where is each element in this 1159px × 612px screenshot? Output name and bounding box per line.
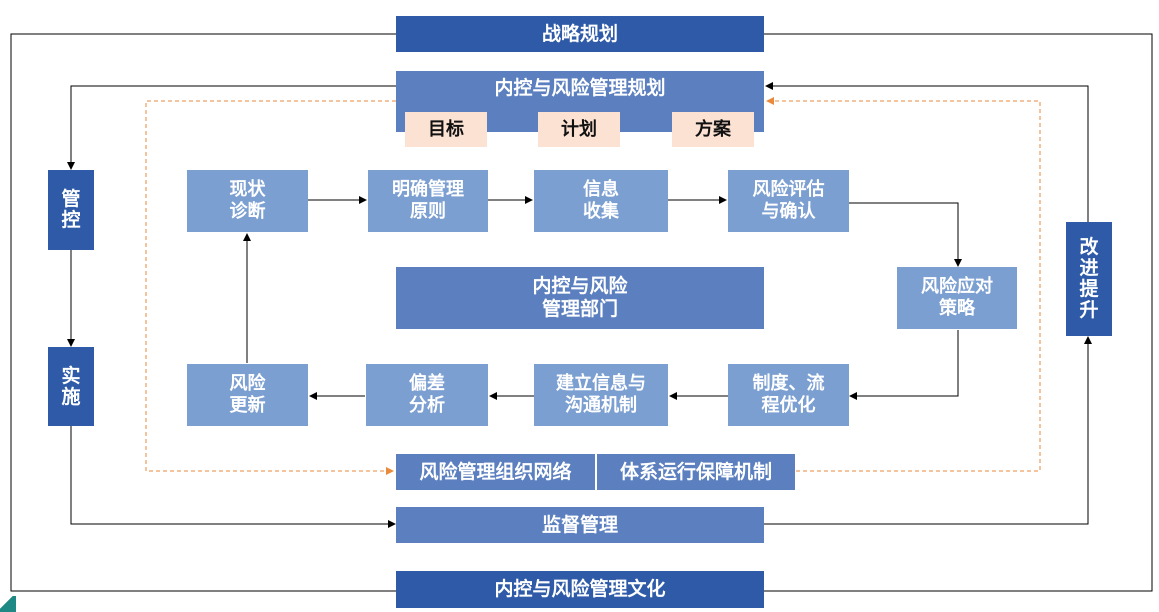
- step-clarify-principles: 明确管理 原则: [368, 170, 488, 232]
- arrow-improve-to-planning: [765, 82, 1089, 222]
- logo-corner: [0, 596, 16, 612]
- arrow-supervision-to-improve: [764, 336, 1092, 525]
- center-department-box: 内控与风险 管理部门: [396, 267, 764, 329]
- culture-box: 内控与风险管理文化: [396, 571, 764, 608]
- arrow-step-5-6: [849, 330, 959, 400]
- planning-title: 内控与风险管理规划: [494, 77, 666, 99]
- strategy-box: 战略规划: [396, 16, 764, 52]
- org-network-box: 风险管理组织网络: [396, 454, 595, 490]
- planning-item-plan: 计划: [538, 112, 620, 147]
- step-risk-assessment: 风险评估 与确认: [728, 170, 849, 232]
- outer-frame-line: [10, 33, 396, 592]
- step-risk-response: 风险应对 策略: [897, 267, 1017, 329]
- supervision-box: 监督管理: [396, 507, 764, 543]
- step-status-diagnosis: 现状 诊断: [187, 170, 308, 232]
- step-deviation-analysis: 偏差 分析: [366, 364, 488, 426]
- step-communication: 建立信息与 沟通机制: [534, 364, 668, 426]
- arrow-implement-to-supervision: [70, 426, 396, 528]
- arrow-step-4-5: [849, 202, 962, 267]
- outer-frame-line: [764, 33, 1153, 592]
- dashed-loop-right: [766, 97, 1041, 472]
- implement-box: 实 施: [48, 347, 94, 426]
- guarantee-mechanism-box: 体系运行保障机制: [597, 454, 795, 490]
- step-info-collection: 信息 收集: [534, 170, 668, 232]
- dashed-loop-left: [145, 100, 396, 475]
- planning-item-scheme: 方案: [672, 112, 754, 147]
- control-box: 管 控: [48, 170, 94, 250]
- step-process-optimization: 制度、流 程优化: [728, 364, 849, 426]
- step-risk-update: 风险 更新: [187, 364, 308, 426]
- planning-item-goal: 目标: [405, 112, 487, 147]
- improve-box: 改 进 提 升: [1066, 222, 1112, 336]
- arrow-planning-to-control: [67, 85, 396, 170]
